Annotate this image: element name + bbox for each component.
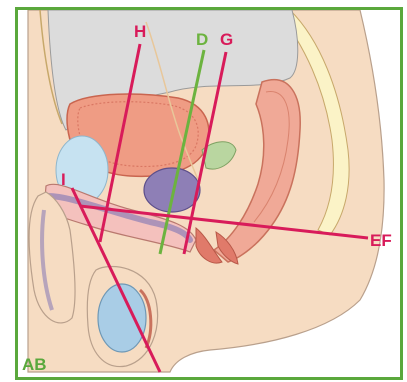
label-h: H — [134, 22, 146, 41]
label-ab: AB — [22, 355, 47, 374]
label-ef: EF — [370, 231, 392, 250]
label-d: D — [196, 30, 208, 49]
label-g: G — [220, 30, 233, 49]
label-i: I — [61, 170, 66, 189]
